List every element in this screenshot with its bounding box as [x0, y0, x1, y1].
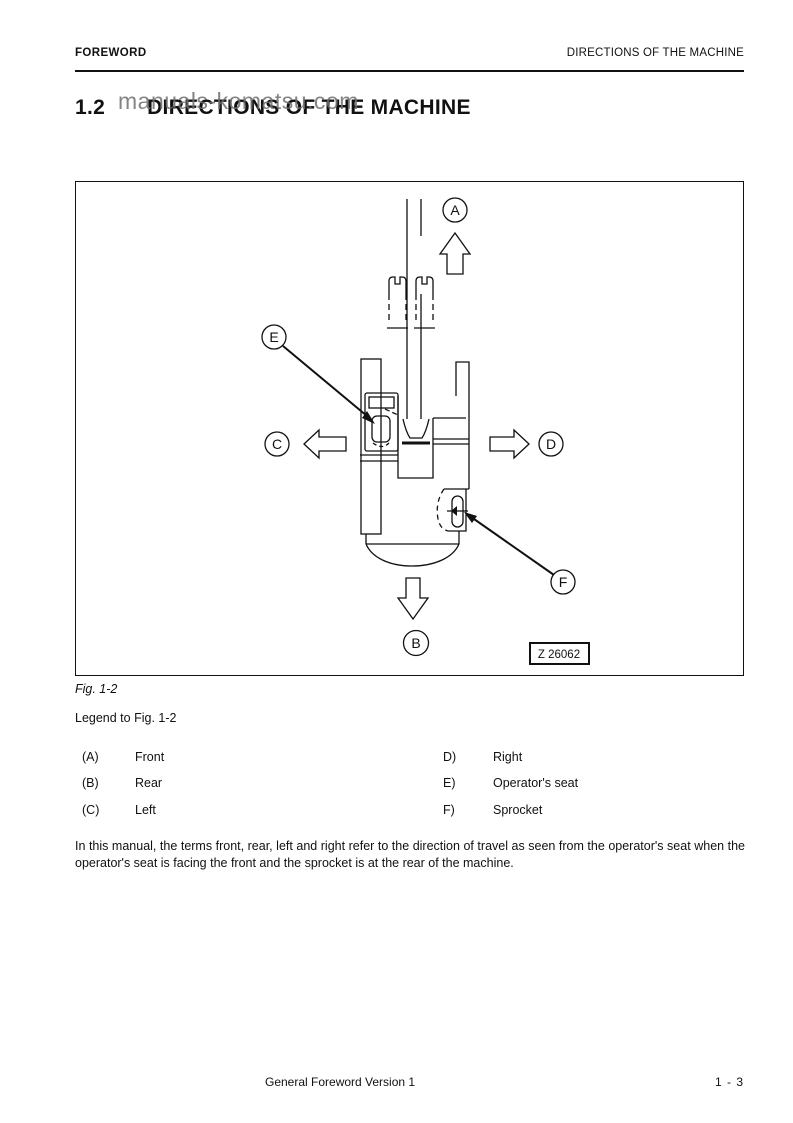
- watermark-text: manuals-komatsu.com: [118, 88, 359, 114]
- legend-key-d: D): [443, 750, 457, 764]
- legend-key-b: (B): [82, 776, 99, 790]
- legend-key-f: F): [443, 803, 455, 817]
- callout-letter-c: C: [272, 436, 282, 452]
- legend-value-c: Left: [135, 803, 156, 817]
- footer-version: General Foreword Version 1: [265, 1075, 416, 1089]
- front-direction-arrow: [438, 231, 472, 275]
- right-direction-arrow: [489, 428, 530, 460]
- callout-letter-e: E: [269, 329, 278, 345]
- callout-circle-e: [261, 324, 287, 350]
- callout-circle-d: [538, 431, 564, 457]
- callout-letter-f: F: [559, 574, 568, 590]
- section-number: 1.2: [75, 96, 106, 119]
- body-paragraph: In this manual, the terms front, rear, l…: [75, 839, 745, 870]
- legend-key-e: E): [443, 776, 456, 790]
- boom-lines: [406, 199, 422, 419]
- machine-direction-diagram: A B C D E F Z 26062: [261, 197, 590, 665]
- header-rule: [75, 70, 744, 72]
- rear-direction-arrow: [396, 577, 430, 621]
- left-track: [360, 358, 382, 535]
- seat-leader-arrow: [282, 345, 375, 424]
- sprocket: [436, 488, 469, 532]
- callout-letter-b: B: [411, 635, 420, 651]
- figure-1-2: A B C D E F Z 26062: [75, 181, 744, 676]
- figure-caption: Fig. 1-2: [75, 682, 118, 696]
- legend-title: Legend to Fig. 1-2: [75, 711, 177, 725]
- operator-seat: [360, 392, 399, 462]
- drawing-number: Z 26062: [538, 649, 580, 661]
- legend-value-a: Front: [135, 750, 165, 764]
- callout-letter-d: D: [546, 436, 556, 452]
- machine-body: [360, 358, 470, 567]
- header-section-label: FOREWORD: [75, 47, 147, 59]
- legend-key-a: (A): [82, 750, 99, 764]
- bucket: [387, 276, 435, 329]
- section-title-text: DIRECTIONS OF THE MACHINE: [147, 96, 471, 119]
- legend-key-c: (C): [82, 803, 100, 817]
- callout-circle-c: [264, 431, 290, 457]
- callout-circle-a: [442, 197, 468, 223]
- right-track: [455, 361, 470, 489]
- boom-mount: [397, 396, 469, 479]
- callout-circle-b: [402, 629, 430, 657]
- section-title: 1.2 DIRECTIONS OF THE MACHINE: [75, 96, 471, 120]
- legend-value-e: Operator's seat: [493, 776, 579, 790]
- legend-value-d: Right: [493, 750, 523, 764]
- left-direction-arrow: [303, 428, 347, 460]
- callout-circle-f: [550, 569, 576, 595]
- legend-value-f: Sprocket: [493, 803, 543, 817]
- sprocket-leader-arrow: [464, 512, 555, 576]
- legend-value-b: Rear: [135, 776, 163, 790]
- counterweight: [365, 531, 460, 567]
- header-chapter-label: DIRECTIONS OF THE MACHINE: [566, 47, 744, 59]
- footer-page-number: 1 - 3: [714, 1075, 744, 1089]
- drawing-number-box: [529, 642, 590, 665]
- callout-letter-a: A: [450, 202, 460, 218]
